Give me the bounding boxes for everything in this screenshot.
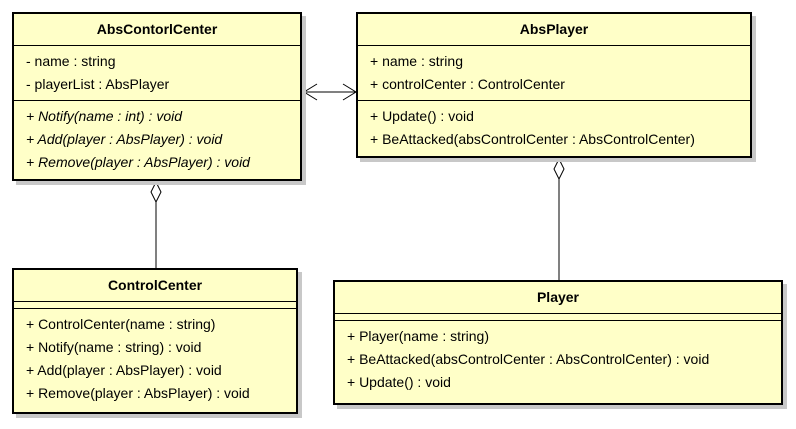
association-abscontrolcenter-absplayer	[303, 83, 357, 101]
operation: + Add(player : AbsPlayer) : void	[26, 131, 223, 147]
attributes-compartment: + name : string + controlCenter : Contro…	[358, 46, 750, 101]
class-name: ControlCenter	[14, 270, 296, 302]
class-abs-player[interactable]: AbsPlayer + name : string + controlCente…	[356, 12, 752, 158]
attributes-compartment	[335, 314, 781, 321]
aggregation-absplayer-player	[553, 157, 565, 280]
operation: + Notify(name : int) : void	[26, 108, 183, 124]
operations-compartment: + Notify(name : int) : void + Add(player…	[14, 101, 300, 178]
operations-compartment: + Update() : void + BeAttacked(absContro…	[358, 101, 750, 155]
operation: + ControlCenter(name : string)	[26, 316, 216, 332]
aggregation-abscontrolcenter-controlcenter	[150, 180, 162, 268]
operation: + BeAttacked(absControlCenter : AbsContr…	[347, 351, 710, 367]
operation: + Add(player : AbsPlayer) : void	[26, 362, 222, 378]
class-name: AbsPlayer	[358, 14, 750, 46]
aggregation-diamond	[553, 157, 565, 181]
class-name: AbsContorlCenter	[14, 14, 300, 46]
class-name: Player	[335, 282, 781, 314]
operation: + BeAttacked(absControlCenter : AbsContr…	[370, 131, 695, 147]
attribute: - playerList : AbsPlayer	[26, 76, 170, 92]
class-player[interactable]: Player + Player(name : string) + BeAttac…	[333, 280, 783, 405]
operation: + Notify(name : string) : void	[26, 339, 202, 355]
operation: + Update() : void	[370, 108, 474, 124]
attributes-compartment	[14, 302, 296, 309]
attributes-compartment: - name : string - playerList : AbsPlayer	[14, 46, 300, 101]
operation: + Remove(player : AbsPlayer) : void	[26, 385, 250, 401]
attribute: - name : string	[26, 53, 116, 69]
operation: + Player(name : string)	[347, 328, 489, 344]
operation: + Update() : void	[347, 374, 451, 390]
class-abs-control-center[interactable]: AbsContorlCenter - name : string - playe…	[12, 12, 302, 181]
attribute: + controlCenter : ControlCenter	[370, 76, 565, 92]
operation: + Remove(player : AbsPlayer) : void	[26, 154, 250, 170]
attribute: + name : string	[370, 53, 463, 69]
operations-compartment: + Player(name : string) + BeAttacked(abs…	[335, 321, 781, 398]
class-control-center[interactable]: ControlCenter + ControlCenter(name : str…	[12, 268, 298, 414]
open-arrowhead-left	[303, 83, 318, 101]
aggregation-diamond	[150, 180, 162, 204]
operations-compartment: + ControlCenter(name : string) + Notify(…	[14, 309, 296, 409]
